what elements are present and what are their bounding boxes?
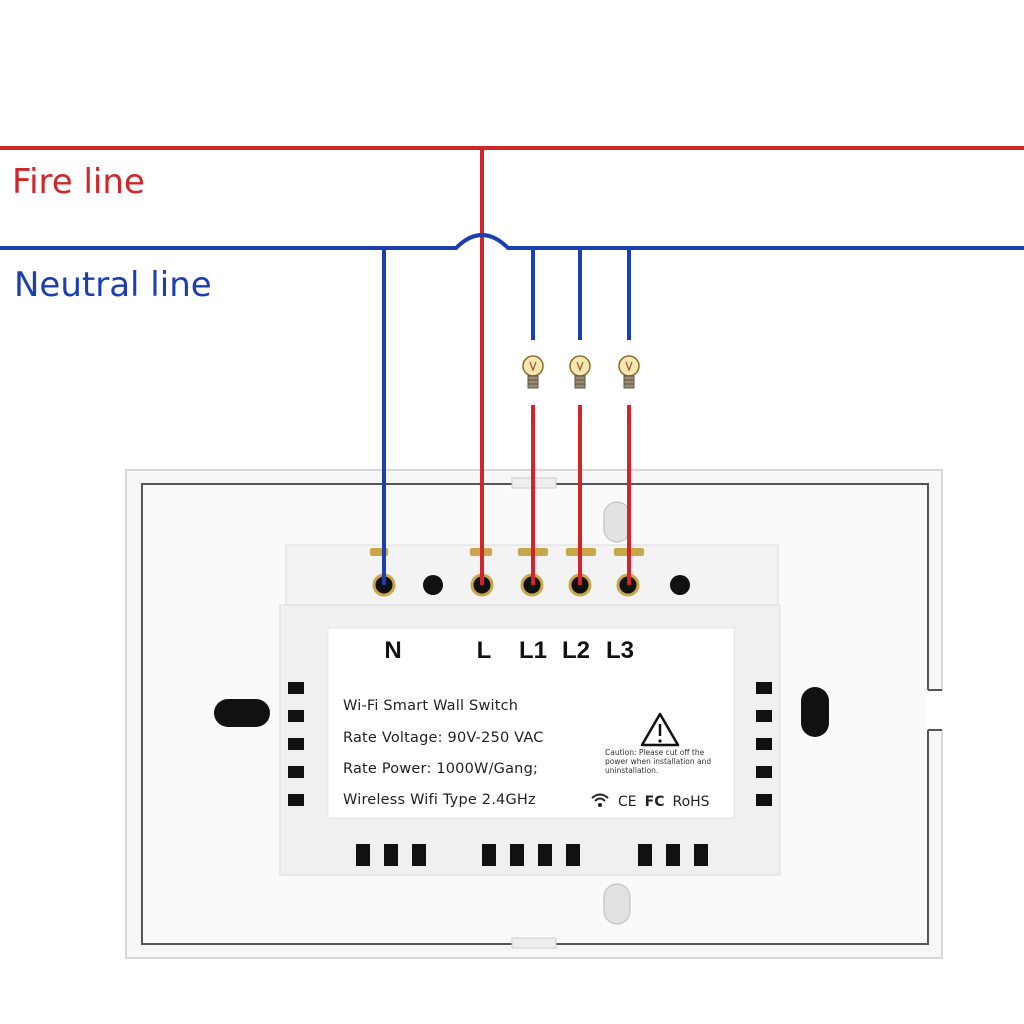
certification-marks: CE FC RoHS: [590, 792, 710, 812]
mounting-slot-right: [801, 687, 829, 737]
neutral-line: [0, 233, 1024, 585]
product-title: Wi-Fi Smart Wall Switch: [343, 698, 519, 714]
light-bulb-icon: [618, 355, 640, 389]
rohs-mark: RoHS: [672, 794, 710, 810]
warning-triangle-icon: [640, 712, 680, 747]
terminal-label-l2: L2: [561, 637, 591, 664]
fire-line: [0, 146, 1024, 585]
terminal-label-l3: L3: [605, 637, 635, 664]
terminal-label-l: L: [476, 637, 492, 664]
terminal-label-l1: L1: [518, 637, 548, 664]
light-bulb-icon: [522, 355, 544, 389]
caution-text: Caution: Please cut off the power when i…: [605, 748, 712, 775]
mounting-slot-bottom: [603, 883, 631, 925]
rate-power: Rate Power: 1000W/Gang;: [343, 761, 539, 777]
mounting-slot-top: [603, 501, 631, 543]
light-bulb-icon: [569, 355, 591, 389]
fc-mark: FC: [644, 794, 665, 810]
neutral-line-label: Neutral line: [14, 265, 212, 305]
mounting-slot-left: [214, 699, 270, 727]
wifi-icon: [590, 792, 610, 812]
rate-voltage: Rate Voltage: 90V-250 VAC: [343, 730, 544, 746]
terminal-label-n: N: [384, 637, 402, 664]
wireless-type: Wireless Wifi Type 2.4GHz: [343, 792, 536, 808]
ce-mark: CE: [618, 794, 637, 810]
fire-line-label: Fire line: [12, 162, 145, 202]
